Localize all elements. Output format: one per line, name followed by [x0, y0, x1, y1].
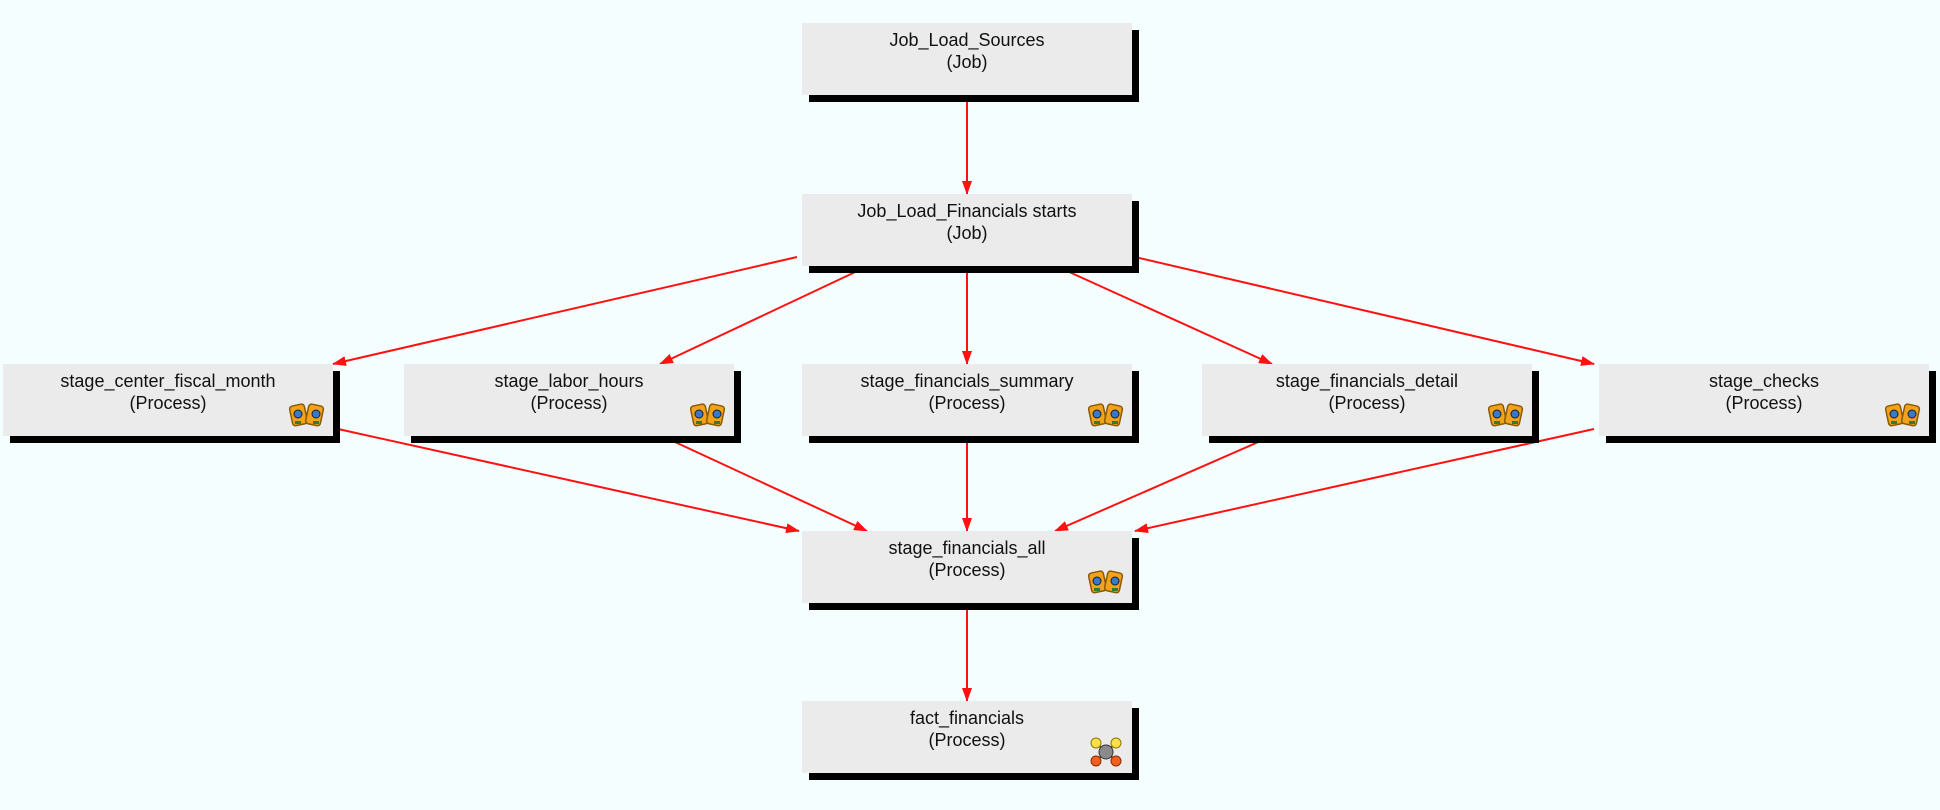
node-kind: (Process) — [1725, 393, 1803, 413]
edge-job_load_financials-to-stage_labor_hours — [659, 265, 869, 365]
node-title: Job_Load_Sources — [889, 30, 1045, 50]
node-title: stage_checks — [1708, 371, 1820, 391]
node-kind: (Process) — [928, 393, 1006, 413]
node-kind: (Process) — [530, 393, 608, 413]
node-kind: (Job) — [946, 52, 988, 72]
edge-job_load_financials-to-stage_center_fiscal_month — [332, 256, 798, 366]
node-stage-checks[interactable]: stage_checks (Process) — [1599, 364, 1929, 436]
node-job-load-sources[interactable]: Job_Load_Sources (Job) — [802, 23, 1132, 95]
process-icon — [1088, 400, 1124, 430]
edge-job_load_financials-to-stage_financials_detail — [1055, 265, 1273, 365]
node-kind: (Process) — [928, 730, 1006, 750]
node-title: stage_labor_hours — [494, 371, 644, 391]
node-stage-financials-summary[interactable]: stage_financials_summary (Process) — [802, 364, 1132, 436]
process-icon — [289, 400, 325, 430]
process-icon — [690, 400, 726, 430]
node-stage-center-fiscal-month[interactable]: stage_center_fiscal_month (Process) — [3, 364, 333, 436]
node-stage-financials-detail[interactable]: stage_financials_detail (Process) — [1202, 364, 1532, 436]
edge-stage_labor_hours-to-stage_financials_all — [661, 435, 868, 532]
node-stage-financials-all[interactable]: stage_financials_all (Process) — [802, 531, 1132, 603]
node-kind: (Job) — [946, 223, 988, 243]
process-icon — [1488, 400, 1524, 430]
node-stage-labor-hours[interactable]: stage_labor_hours (Process) — [404, 364, 734, 436]
edge-stage_center_fiscal_month-to-stage_financials_all — [337, 428, 800, 534]
node-title: stage_center_fiscal_month — [60, 371, 276, 391]
process-icon — [1885, 400, 1921, 430]
node-kind: (Process) — [1328, 393, 1406, 413]
node-fact-financials[interactable]: fact_financials (Process) — [802, 701, 1132, 773]
node-title: fact_financials — [909, 708, 1025, 728]
node-job-load-financials[interactable]: Job_Load_Financials starts (Job) — [802, 194, 1132, 266]
node-kind: (Process) — [129, 393, 207, 413]
edge-stage_checks-to-stage_financials_all — [1134, 428, 1595, 534]
node-title: stage_financials_summary — [860, 371, 1074, 391]
process-icon — [1088, 567, 1124, 597]
node-kind: (Process) — [928, 560, 1006, 580]
node-title: Job_Load_Financials starts — [857, 201, 1077, 221]
edge-job_load_financials-to-stage_checks — [1134, 256, 1595, 366]
node-title: stage_financials_detail — [1275, 371, 1459, 391]
edge-stage_financials_detail-to-stage_financials_all — [1054, 435, 1273, 532]
node-title: stage_financials_all — [888, 538, 1046, 558]
molecule-icon — [1088, 737, 1124, 767]
